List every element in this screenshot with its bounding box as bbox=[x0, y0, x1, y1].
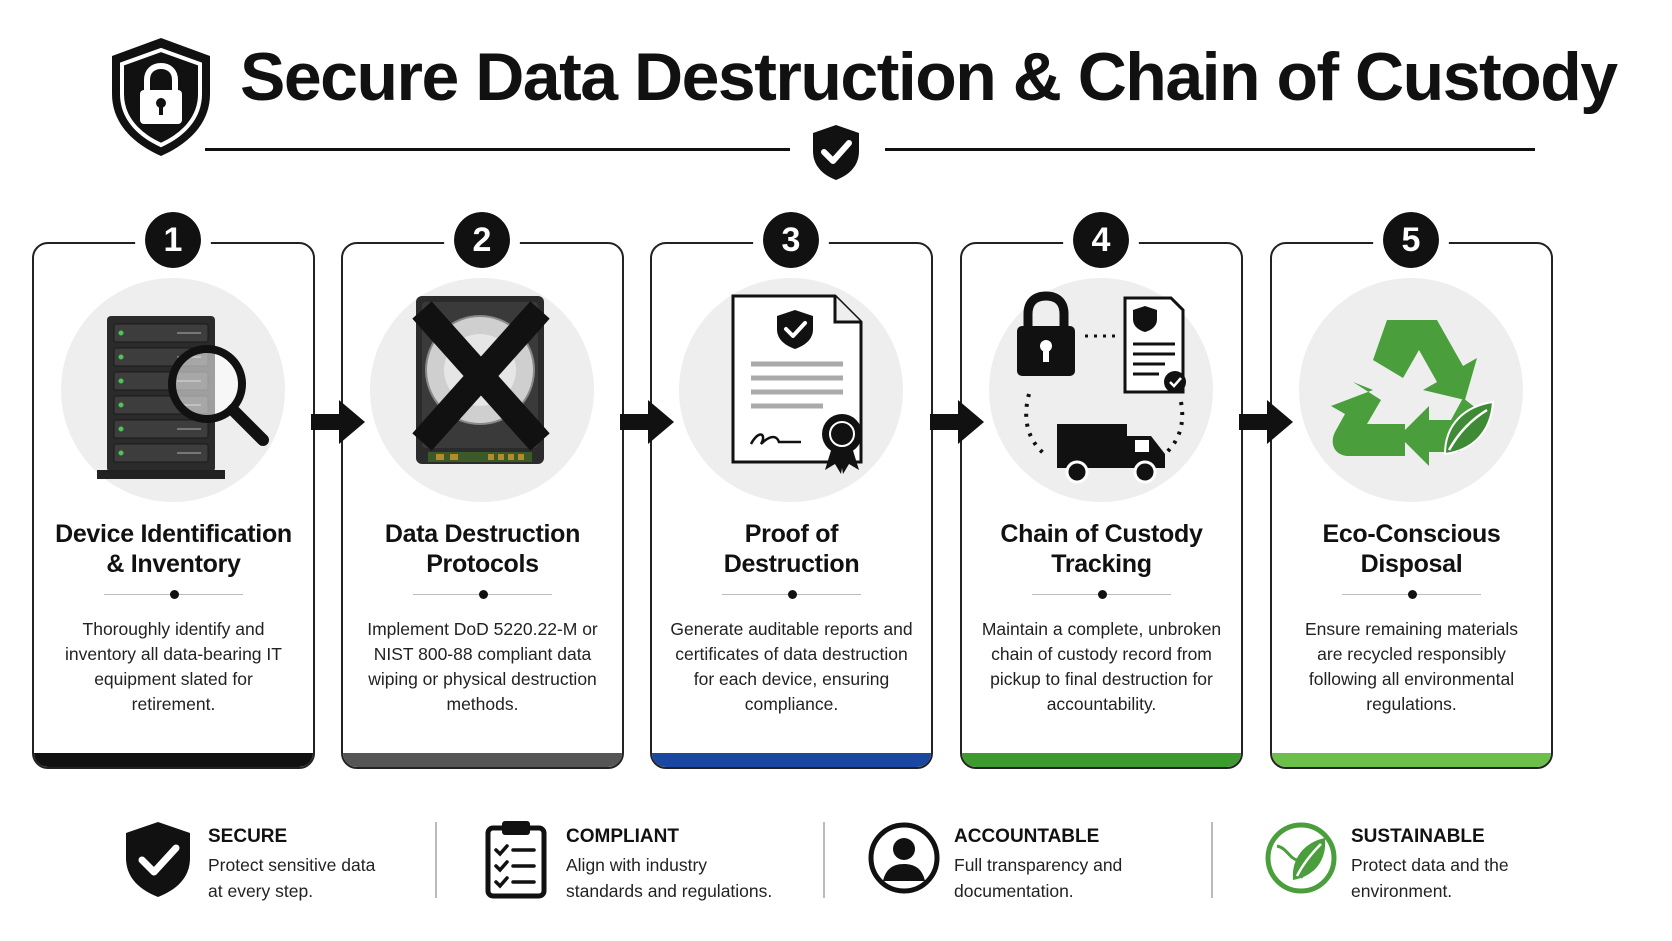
footer-text: Protect data and the environment. bbox=[1351, 855, 1509, 901]
arrow-right-icon bbox=[620, 400, 674, 444]
shield-check-icon bbox=[813, 125, 859, 180]
arrow-right-icon bbox=[930, 400, 984, 444]
shield-check-icon bbox=[126, 822, 190, 897]
clipboard-checklist-icon bbox=[485, 821, 547, 899]
footer-heading: SUSTAINABLE bbox=[1351, 826, 1485, 847]
step-accent-bar bbox=[1272, 753, 1551, 767]
arrow-right-icon bbox=[1239, 400, 1293, 444]
page-title: Secure Data Destruction & Chain of Custo… bbox=[240, 39, 1618, 115]
step-description: Thoroughly identify and inventory all da… bbox=[65, 619, 282, 714]
step-accent-bar bbox=[343, 753, 622, 767]
server-magnifier-icon bbox=[57, 274, 290, 504]
footer-heading: ACCOUNTABLE bbox=[954, 826, 1100, 847]
title-underline-right bbox=[885, 148, 1535, 151]
certificate-icon bbox=[675, 274, 908, 504]
custody-cycle-icon bbox=[985, 274, 1218, 504]
footer-heading: COMPLIANT bbox=[566, 826, 679, 847]
crossed-hard-drive-icon bbox=[366, 274, 599, 504]
step-accent-bar bbox=[652, 753, 931, 767]
arrow-right-icon bbox=[311, 400, 365, 444]
footer-text: Protect sensitive data at every step. bbox=[208, 855, 376, 901]
title-underline-left bbox=[205, 148, 790, 151]
step-description: Maintain a complete, unbroken chain of c… bbox=[981, 619, 1222, 714]
padlock-shield-icon bbox=[112, 38, 210, 156]
leaf-globe-icon bbox=[1265, 822, 1337, 894]
step-number-badge: 2 bbox=[444, 202, 520, 278]
step-accent-bar bbox=[962, 753, 1241, 767]
step-title: Device Identification& Inventory bbox=[55, 520, 292, 578]
step-number-badge: 3 bbox=[753, 202, 829, 278]
recycle-icon bbox=[1295, 274, 1528, 504]
step-card-1: Device Identification& Inventory Thoroug… bbox=[32, 242, 315, 769]
step-number-badge: 5 bbox=[1373, 202, 1449, 278]
step-description: Ensure remaining materials are recycled … bbox=[1304, 619, 1518, 714]
step-description: Generate auditable reports and certifica… bbox=[670, 619, 913, 714]
step-number-badge: 4 bbox=[1063, 202, 1139, 278]
footer-text: Align with industry standards and regula… bbox=[566, 855, 773, 901]
footer-heading: SECURE bbox=[208, 826, 288, 847]
step-number-badge: 1 bbox=[135, 202, 211, 278]
footer-text: Full transparency and documentation. bbox=[954, 855, 1123, 901]
step-description: Implement DoD 5220.22-M or NIST 800-88 c… bbox=[367, 619, 598, 714]
step-accent-bar bbox=[34, 753, 313, 767]
user-circle-icon bbox=[868, 822, 940, 894]
